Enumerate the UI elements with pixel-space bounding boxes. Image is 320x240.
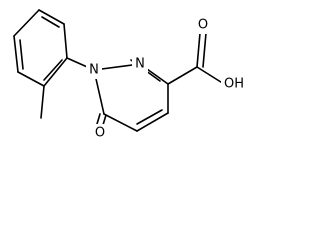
tolyl-ring	[13, 9, 68, 87]
double-bond-inner	[19, 39, 24, 70]
ketone-bond	[96, 113, 101, 125]
acid-carbonyl-bond	[202, 32, 207, 68]
acid-bond	[167, 66, 198, 85]
bond	[136, 112, 169, 132]
atom-n1: N	[89, 63, 99, 78]
ketone-bond	[102, 114, 107, 126]
chemical-structure: N N O O OH	[13, 9, 247, 142]
acid-carbonyl-bond	[196, 32, 201, 68]
bond	[103, 113, 138, 132]
atom-oh: OH	[224, 77, 244, 92]
label-bg	[221, 75, 247, 93]
label-bg	[86, 61, 102, 79]
double-bond-inner	[43, 59, 63, 81]
atom-ketone-o: O	[95, 126, 105, 141]
bond	[13, 9, 40, 37]
double-bond-inner	[41, 16, 60, 28]
bond	[38, 9, 65, 25]
double-bond-inner	[136, 109, 163, 125]
label-bg	[195, 16, 211, 34]
bond	[43, 57, 68, 87]
label-bg	[92, 124, 108, 142]
methyl-bond	[40, 85, 45, 119]
atom-n2: N	[135, 57, 145, 72]
bond	[63, 23, 68, 59]
label-bg	[132, 55, 148, 73]
bond	[17, 71, 45, 87]
acid-oh-bond	[196, 66, 225, 85]
atom-carbonyl-o: O	[198, 18, 208, 33]
bond	[13, 35, 19, 73]
